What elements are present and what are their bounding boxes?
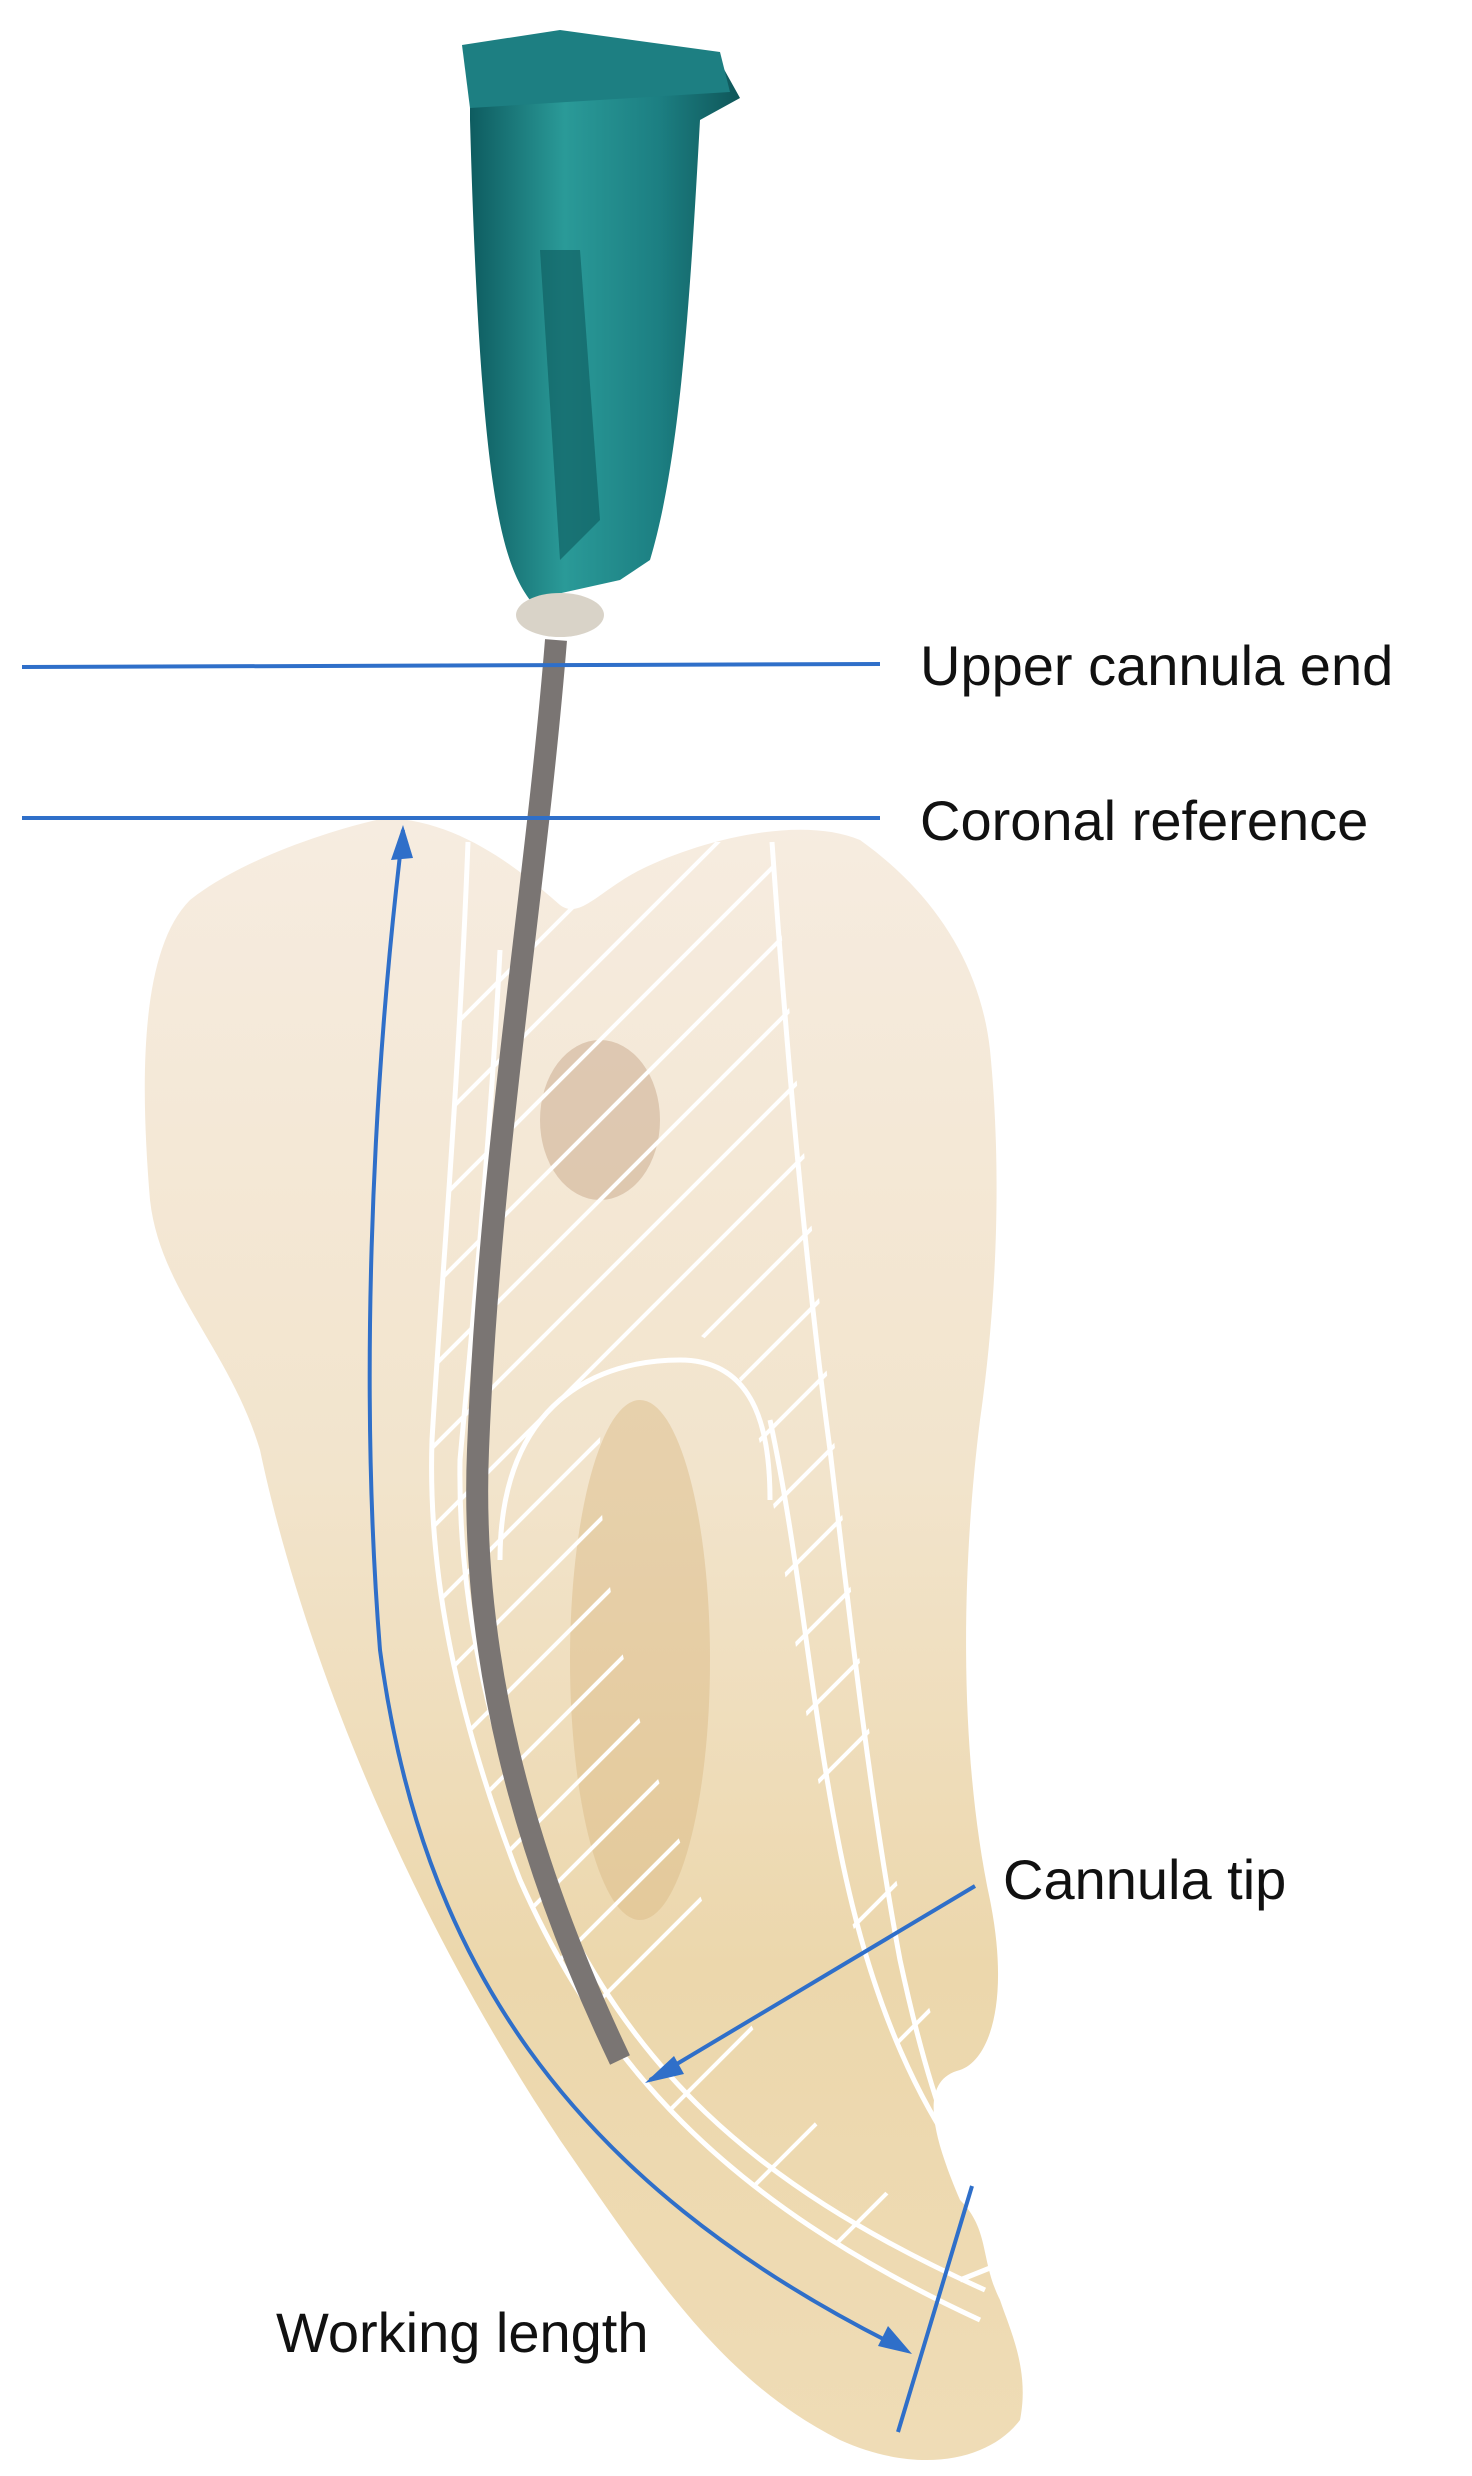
working-length-arrowhead-bottom: [878, 2326, 912, 2354]
cannula-tip-pointer: [648, 1884, 977, 2082]
apex-reference-tick: [896, 2185, 974, 2433]
working-length-arc: [367, 829, 906, 2352]
label-working-length: Working length: [276, 2301, 649, 2364]
label-cannula-tip: Cannula tip: [1003, 1848, 1287, 1911]
cannula-tip-arrowhead: [645, 2056, 684, 2083]
needle-hub: [462, 30, 740, 637]
cannula: [466, 639, 630, 2065]
label-upper-cannula-end: Upper cannula end: [920, 634, 1394, 697]
label-coronal-reference: Coronal reference: [920, 789, 1369, 852]
working-length-arrowhead-top: [391, 825, 413, 860]
tooth-shadow: [570, 1400, 710, 1920]
upper-cannula-end-line: [21, 662, 881, 669]
